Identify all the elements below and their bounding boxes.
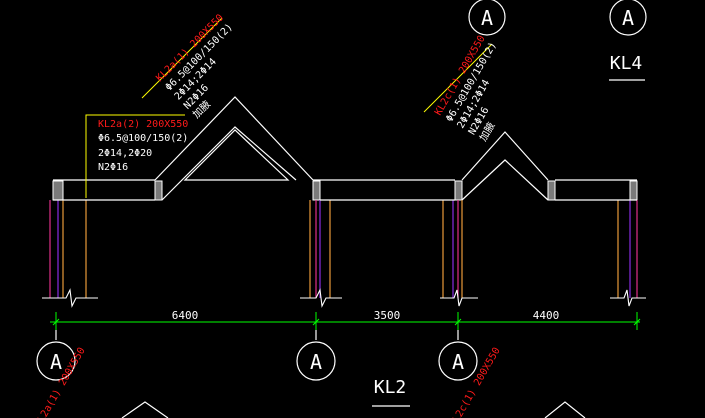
column-4: [617, 180, 638, 298]
axis-bubbles: [36, 0, 647, 381]
annotation-gable-left: KL2a(1) 200X550 Φ6.5@100/150(2) 2Φ14;2Φ1…: [154, 12, 235, 120]
dimension-line: [50, 312, 641, 330]
annotation-gable-left-leader: [141, 17, 223, 99]
beam-outline: [53, 96, 637, 201]
beam-marker-1: [154, 180, 163, 201]
annotation-left-line-2: 2Φ14,2Φ20: [98, 148, 152, 159]
axis-bubble-label-5: A: [622, 6, 634, 30]
drawing-title-kl2: KL2: [374, 377, 407, 398]
dimension-6400: 6400: [172, 309, 199, 322]
annotation-left-leader: [85, 114, 185, 198]
axis-bubble-label-2: A: [310, 350, 322, 374]
dimension-3500: 3500: [374, 309, 401, 322]
column-1: [49, 180, 87, 298]
beam-marker-2: [547, 180, 556, 201]
dimension-4400: 4400: [533, 309, 560, 322]
column-2: [309, 180, 331, 298]
annotation-left-title: KL2a(2) 200X550: [98, 119, 188, 130]
annotation-left-line-1: Φ6.5@100/150(2): [98, 133, 188, 144]
annotation-left-line-3: N2Φ16: [98, 162, 128, 173]
axis-bubble-label-1: A: [50, 350, 62, 374]
gable-inner-triangle: [183, 129, 290, 181]
annotation-gable-right-leader: [423, 43, 493, 113]
bottom-fragment-right: KL2c(1) 200X550: [448, 346, 586, 418]
axis-bubble-label-4: A: [481, 6, 493, 30]
axis-bubble-label-3: A: [452, 350, 464, 374]
drawing-title-kl4: KL4: [610, 53, 643, 74]
column-3: [442, 180, 463, 298]
annotation-gable-right: KL2c(1) 200X550 Φ6.5@100/150(2) 2Φ14;2Φ1…: [433, 34, 499, 144]
break-lines: [42, 288, 646, 308]
